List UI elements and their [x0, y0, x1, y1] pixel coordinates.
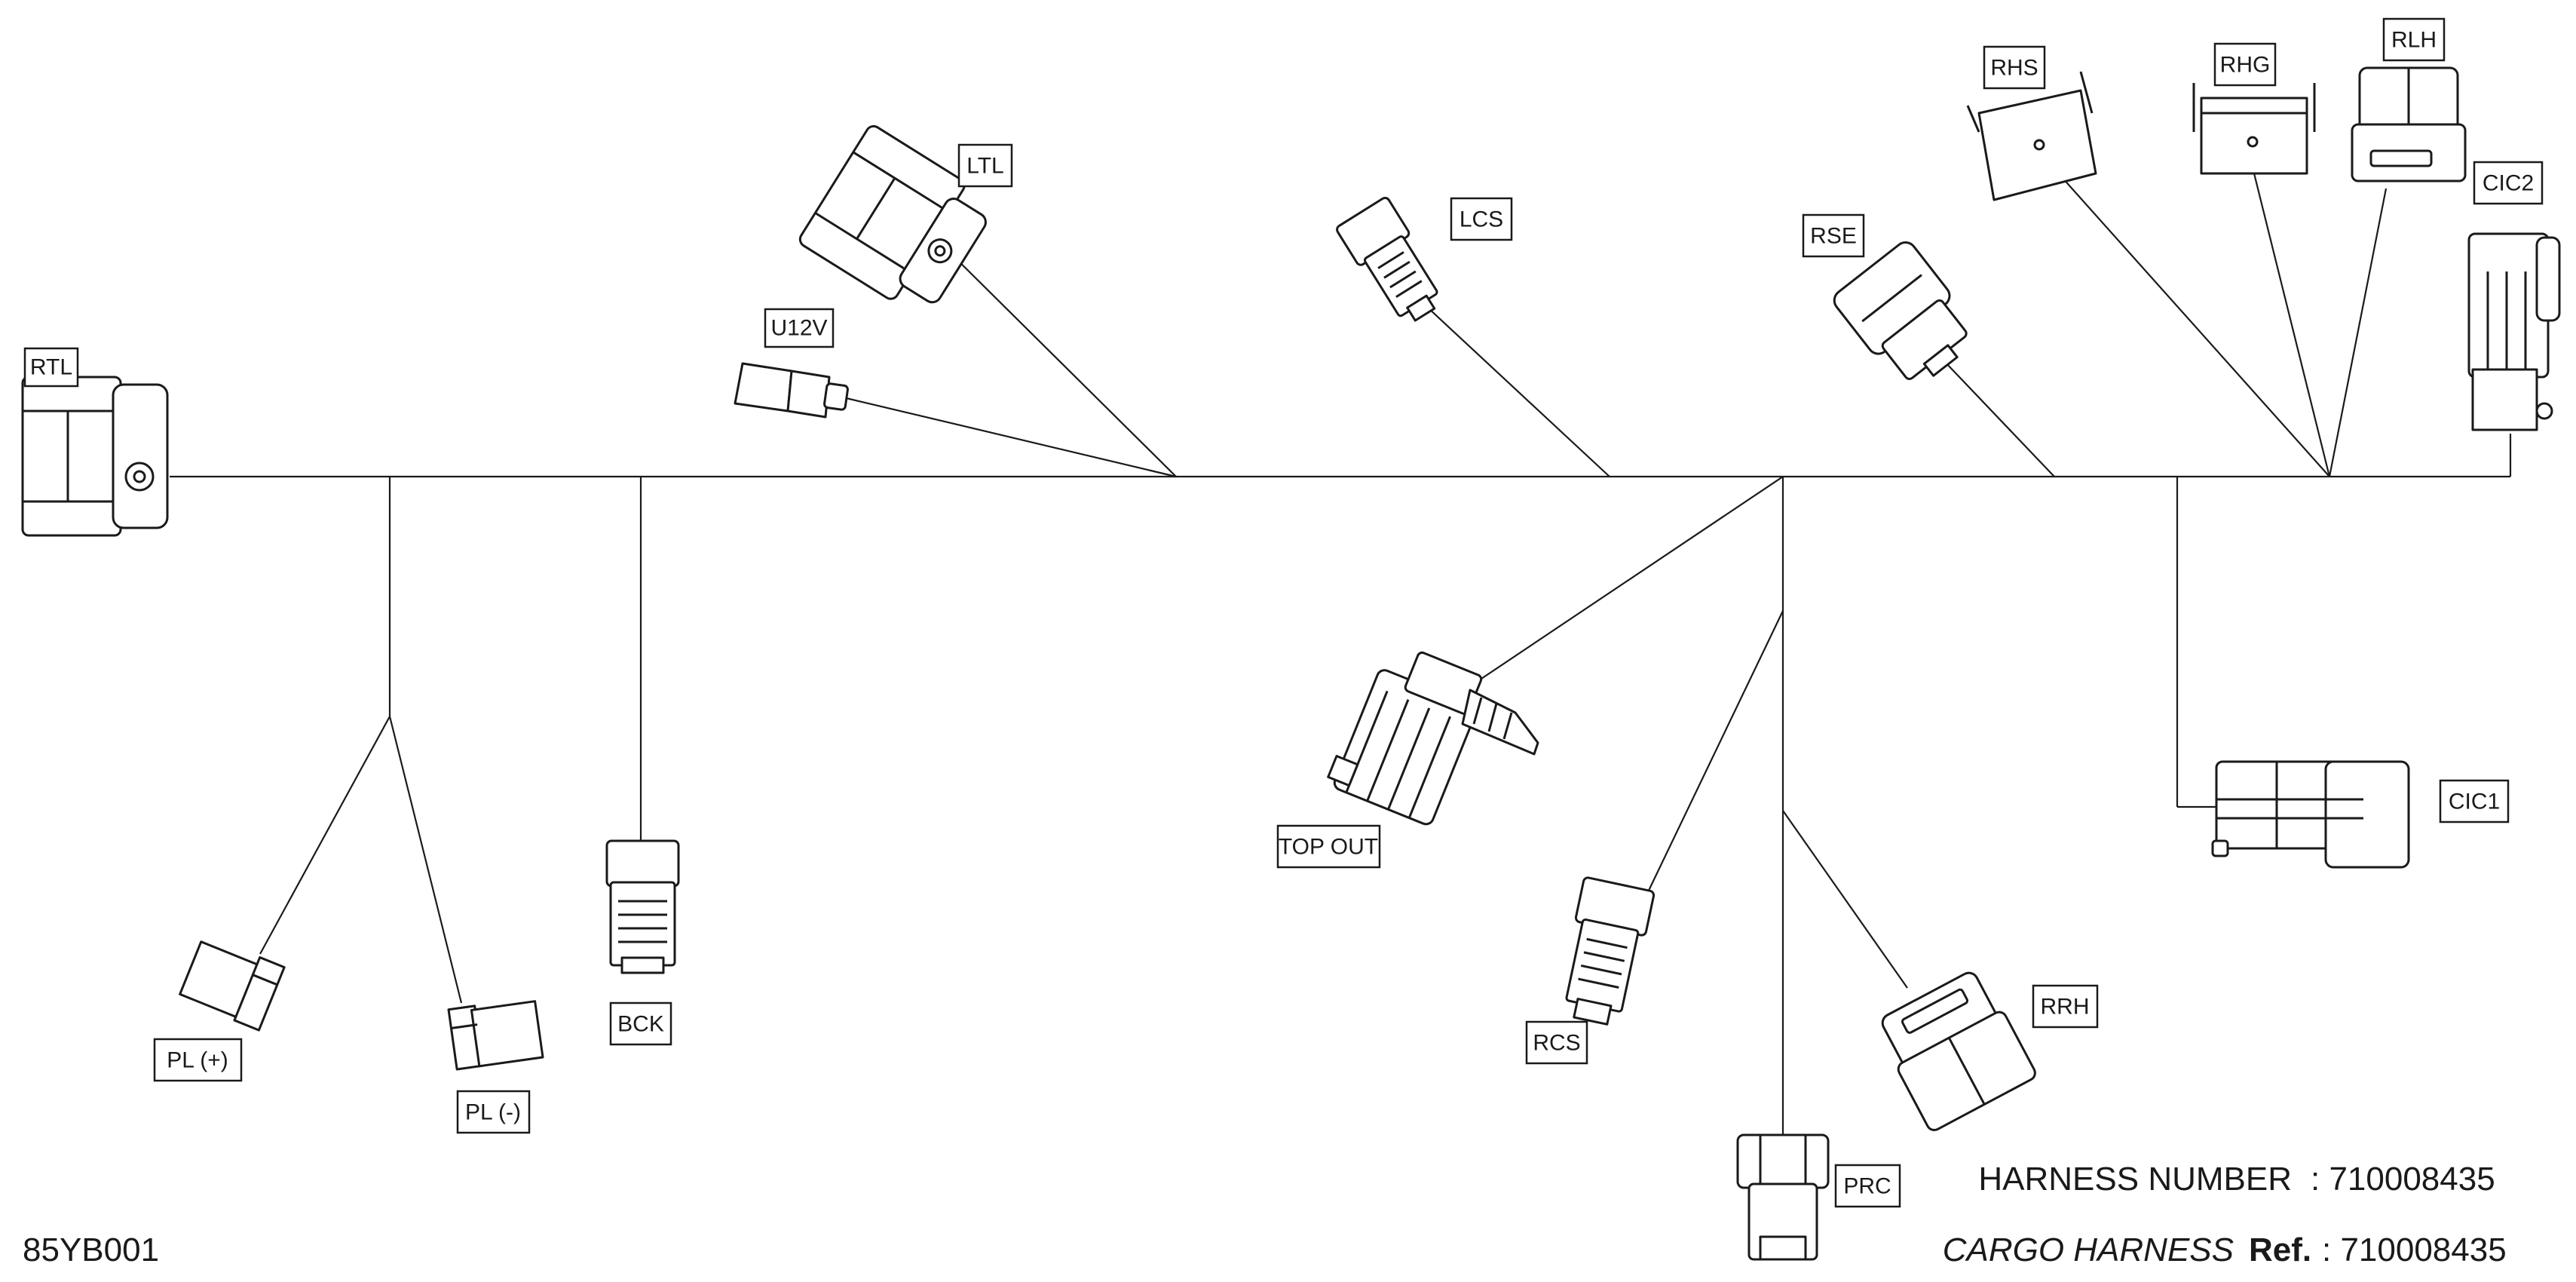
pl-plus-label: PL (+)	[153, 1038, 243, 1082]
svg-text:TOP OUT: TOP OUT	[1279, 835, 1378, 860]
rhg-wire	[2253, 173, 2331, 477]
rtl-connector	[21, 376, 169, 537]
rcs-connector	[1565, 876, 1656, 1026]
rrh-label: RRH	[2032, 984, 2099, 1029]
lcs-label: LCS	[1450, 197, 1513, 241]
rlh-label: RLH	[2382, 17, 2446, 62]
ltl-wire	[938, 241, 1177, 477]
rtl-label: RTL	[23, 347, 79, 388]
ltl-label: LTL	[957, 143, 1013, 188]
svg-text:BCK: BCK	[617, 1012, 664, 1037]
svg-text:CIC1: CIC1	[2449, 790, 2500, 814]
top-out-label: TOP OUT	[1276, 824, 1381, 869]
u12v-wire	[836, 394, 1177, 478]
bck-label: BCK	[609, 1001, 672, 1046]
ref-label: Ref.	[2249, 1231, 2311, 1268]
rhs-wire	[2061, 176, 2330, 477]
pl-plus-wire	[259, 716, 391, 955]
svg-text:CIC2: CIC2	[2483, 171, 2534, 196]
svg-text:RCS: RCS	[1533, 1031, 1580, 1056]
pl-minus-wire	[388, 716, 463, 1004]
svg-text:PL (-): PL (-)	[465, 1100, 521, 1125]
lcs-connector	[1336, 196, 1438, 322]
rhg-label: RHG	[2213, 42, 2277, 87]
svg-text:LCS: LCS	[1460, 207, 1503, 232]
u12v-connector	[734, 362, 849, 419]
pl-minus-connector	[447, 1000, 544, 1071]
prc-connector	[1736, 1133, 1830, 1261]
harness-number-label: HARNESS NUMBER	[1978, 1161, 2292, 1198]
svg-text:RRH: RRH	[2041, 995, 2090, 1020]
rcs-label: RCS	[1525, 1020, 1588, 1065]
ltl-connector	[798, 124, 987, 304]
u12v-label: U12V	[764, 308, 835, 348]
rrh-connector	[1881, 971, 2036, 1131]
svg-text:LTL: LTL	[966, 154, 1003, 179]
footer: 85YB001 HARNESS NUMBER : 710008435 CARGO…	[23, 1161, 2507, 1268]
svg-text:RTL: RTL	[30, 355, 72, 380]
rlh-wire	[2328, 188, 2388, 477]
svg-text:PL (+): PL (+)	[167, 1048, 228, 1073]
lcs-wire	[1417, 297, 1610, 477]
svg-text:RLH: RLH	[2391, 28, 2437, 53]
rse-wire	[1944, 361, 2055, 477]
rse-label: RSE	[1802, 213, 1865, 258]
svg-text:RSE: RSE	[1810, 224, 1857, 249]
pl-plus-connector	[179, 940, 286, 1032]
cic2-connector	[2467, 232, 2561, 431]
prc-label: PRC	[1834, 1164, 1901, 1208]
pl-minus-label: PL (-)	[456, 1090, 531, 1134]
rhs-connector	[1966, 71, 2097, 201]
rlh-connector	[2351, 66, 2467, 182]
top-out-push-pin	[1461, 689, 1539, 756]
svg-text:U12V: U12V	[770, 316, 827, 341]
svg-text:PRC: PRC	[1843, 1174, 1891, 1199]
wiring	[170, 173, 2512, 1135]
rrh-wire	[1782, 810, 1908, 989]
svg-text:RHG: RHG	[2220, 53, 2271, 78]
top-out-connector	[1327, 651, 1483, 826]
figure-code: 85YB001	[23, 1231, 159, 1268]
harness-number-value: : 710008435	[2311, 1161, 2495, 1198]
cic1-label: CIC1	[2439, 779, 2510, 823]
svg-text:RHS: RHS	[1990, 56, 2038, 81]
harness-name: CARGO HARNESS	[1943, 1231, 2234, 1268]
rcs-wire	[1646, 610, 1784, 894]
rhs-label: RHS	[1983, 45, 2046, 90]
cic1-connector	[2211, 760, 2410, 869]
top-out-wire	[1481, 476, 1784, 679]
ref-value: : 710008435	[2322, 1231, 2507, 1268]
connector-labels: RTL U12V LTL LCS RSE RHS RHG RLH	[23, 17, 2544, 1208]
bck-connector	[605, 839, 680, 974]
rhg-connector	[2192, 83, 2316, 175]
cic2-label: CIC2	[2473, 161, 2544, 205]
rse-connector	[1833, 241, 1968, 380]
